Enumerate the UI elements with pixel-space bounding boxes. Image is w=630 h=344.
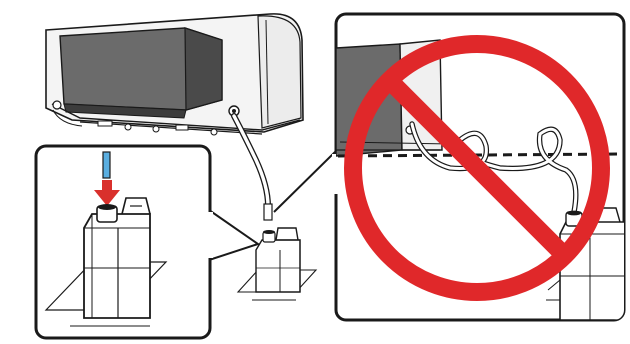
- correct-detail-panel: [36, 146, 258, 338]
- left-callout-pointer: [209, 210, 258, 260]
- roller: [125, 124, 131, 130]
- right-callout-pointer: [274, 150, 337, 212]
- roller: [211, 129, 217, 135]
- blue-tube: [103, 152, 110, 178]
- roller: [153, 126, 159, 132]
- canister-large: [84, 198, 150, 318]
- incorrect-detail-panel: [274, 14, 630, 320]
- left-tube-port: [53, 101, 61, 109]
- printer: [46, 14, 303, 135]
